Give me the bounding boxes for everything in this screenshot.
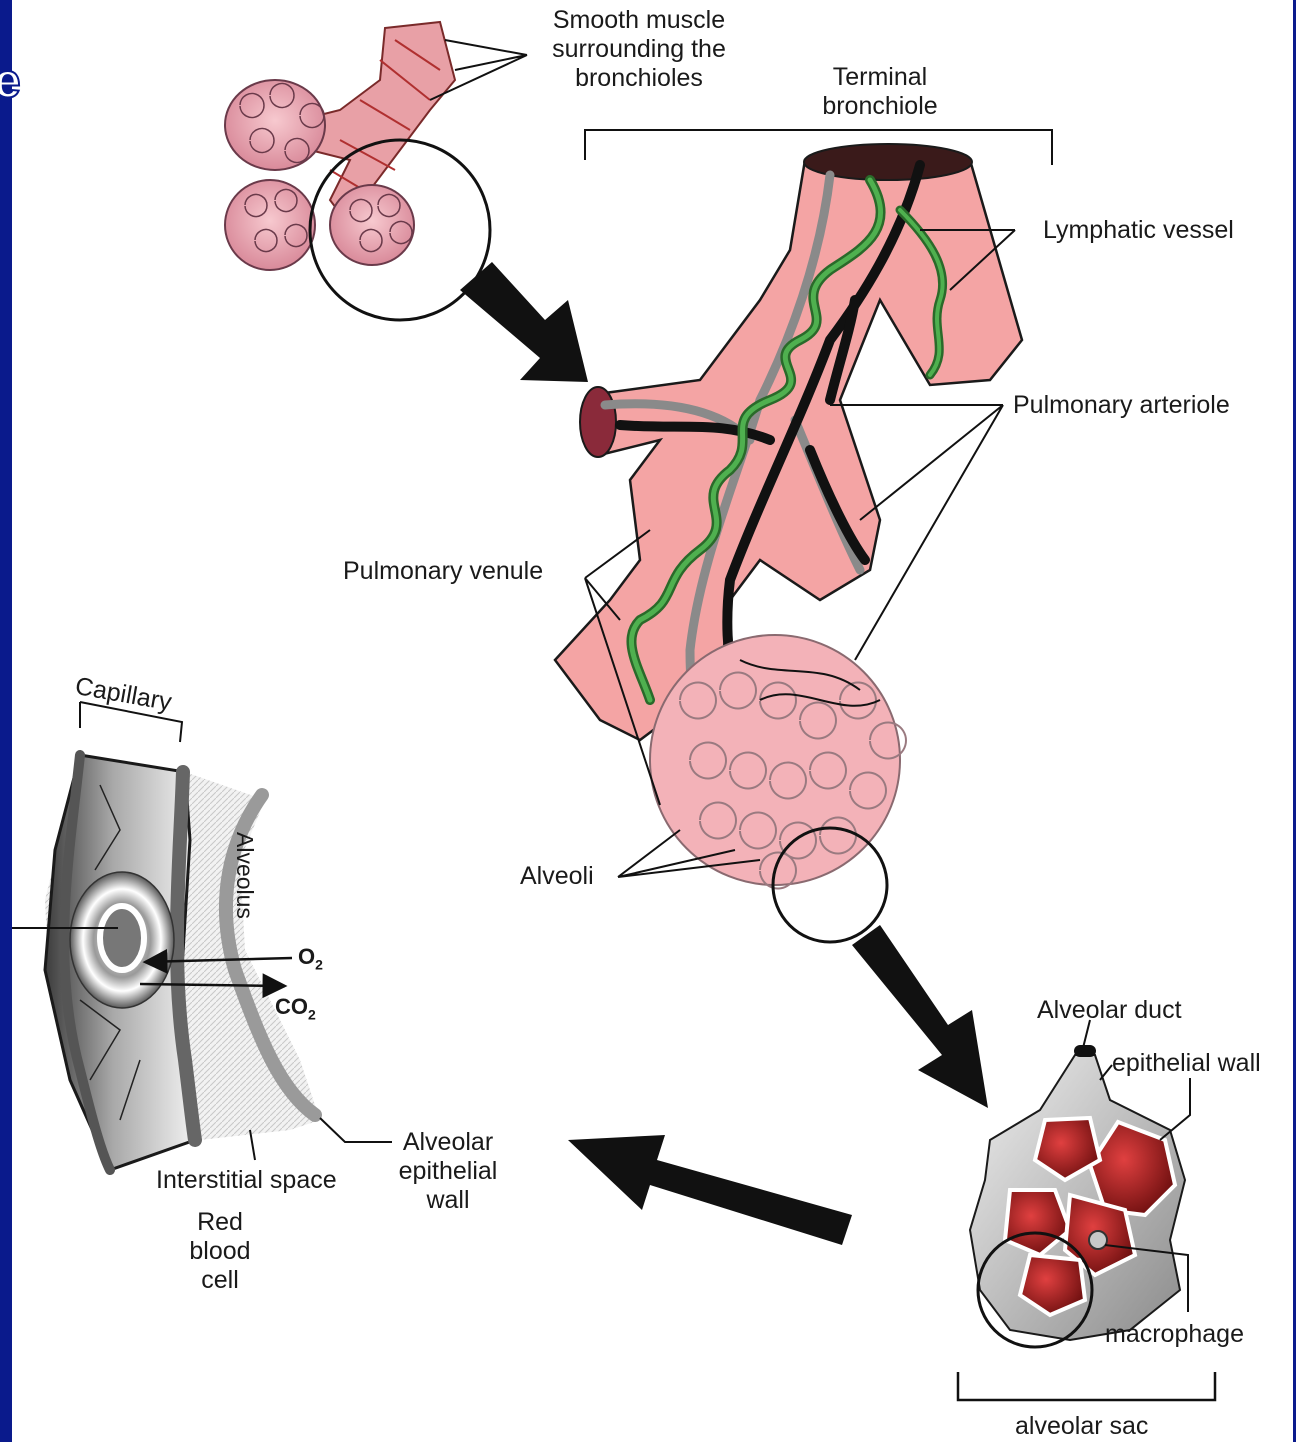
label-smooth-muscle: Smooth muscle surrounding the bronchiole… bbox=[530, 6, 748, 93]
bronchiole-opening-left bbox=[580, 387, 616, 457]
label-alveolar-sac: alveolar sac bbox=[1015, 1412, 1148, 1441]
alveoli-cluster bbox=[650, 635, 906, 942]
alveolar-cluster-lower-right bbox=[330, 185, 414, 265]
label-interstitial-space: Interstitial space bbox=[156, 1166, 337, 1195]
label-o2: O2 bbox=[298, 942, 323, 979]
label-terminal-bronchiole: Terminal bronchiole bbox=[800, 63, 960, 121]
label-alveoli: Alveoli bbox=[520, 862, 594, 891]
alveolar-duct-opening bbox=[1074, 1045, 1096, 1057]
bronchiole-tree bbox=[225, 22, 490, 320]
alveolar-cluster-upper-left bbox=[225, 80, 325, 170]
label-co2: CO2 bbox=[275, 992, 316, 1029]
label-pulmonary-venule: Pulmonary venule bbox=[343, 557, 543, 586]
label-alveolar-duct: Alveolar duct bbox=[1037, 996, 1182, 1025]
label-red-blood-cell: Red blood cell bbox=[170, 1208, 270, 1295]
label-epithelial-wall: epithelial wall bbox=[1112, 1049, 1261, 1078]
zoom-arrow-left bbox=[568, 1135, 852, 1245]
label-lymphatic-vessel: Lymphatic vessel bbox=[1043, 216, 1234, 245]
label-pulmonary-arteriole: Pulmonary arteriole bbox=[1013, 391, 1230, 420]
zoom-arrow-top bbox=[460, 262, 588, 382]
macrophage-cell bbox=[1089, 1231, 1107, 1249]
capillary-section bbox=[12, 702, 392, 1170]
label-macrophage: macrophage bbox=[1105, 1320, 1244, 1349]
alveolar-sac-bracket bbox=[958, 1372, 1215, 1400]
label-alveolus: Alveolus bbox=[231, 832, 258, 919]
zoom-arrow-lower bbox=[852, 925, 988, 1108]
label-alveolar-epithelial-wall: Alveolar epithelial wall bbox=[385, 1128, 511, 1215]
alveolar-cluster-lower-left bbox=[225, 180, 315, 270]
